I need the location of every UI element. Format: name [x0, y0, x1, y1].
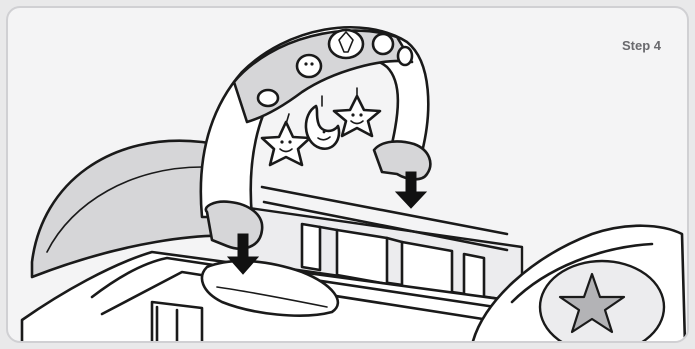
arch-face-button-icon — [297, 55, 321, 77]
instruction-panel: Step 4 — [6, 6, 689, 343]
right-clamp — [374, 142, 430, 180]
arch-small-button-icon — [398, 47, 412, 65]
arch-round-button-icon — [258, 90, 278, 106]
crib-illustration — [8, 8, 689, 343]
arch-face-button-2-icon — [373, 34, 393, 54]
star-toy-2-icon — [334, 96, 380, 136]
star-toy-icon — [262, 122, 310, 165]
arch-star-button-icon — [329, 30, 363, 58]
step-label: Step 4 — [622, 38, 661, 53]
